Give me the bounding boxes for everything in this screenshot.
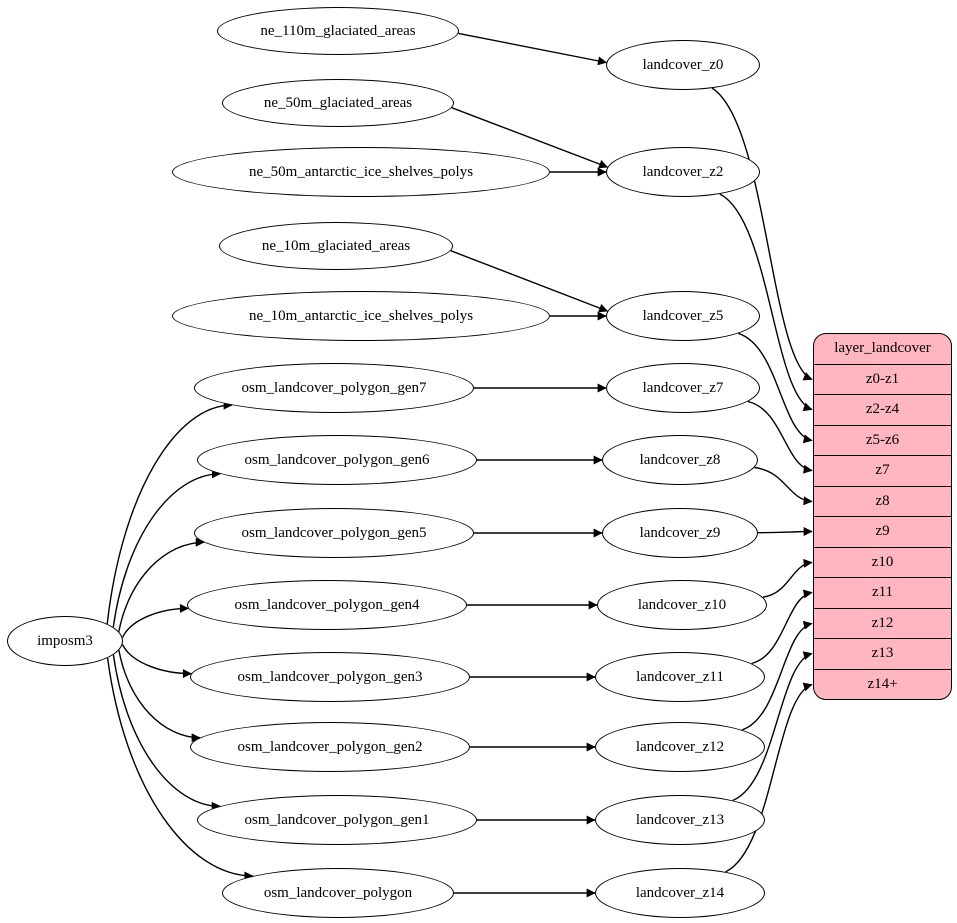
node-landcover-z5-label: landcover_z5	[642, 307, 724, 324]
node-osm-landcover-polygon-gen4: osm_landcover_polygon_gen4	[187, 580, 467, 630]
node-ne-110m-glaciated-areas-label: ne_110m_glaciated_areas	[260, 22, 416, 39]
node-osm-landcover-polygon-gen1: osm_landcover_polygon_gen1	[197, 795, 477, 845]
node-layer-landcover: layer_landcover z0-z1 z2-z4 z5-z6 z7 z8 …	[813, 333, 952, 700]
edge-imposm3-to-osm_landcover_polygon_gen4	[121, 603, 189, 638]
node-landcover-z13: landcover_z13	[595, 795, 765, 845]
node-ne-110m-glaciated-areas: ne_110m_glaciated_areas	[217, 7, 459, 55]
node-landcover-z7-label: landcover_z7	[642, 379, 724, 396]
node-landcover-z14: landcover_z14	[595, 868, 765, 918]
node-landcover-z0-label: landcover_z0	[642, 56, 724, 73]
node-landcover-z9-label: landcover_z9	[639, 524, 721, 541]
node-landcover-z13-label: landcover_z13	[635, 811, 725, 828]
node-ne-10m-glaciated-areas-label: ne_10m_glaciated_areas	[261, 237, 411, 254]
node-landcover-z11: landcover_z11	[595, 652, 765, 702]
node-landcover-z8: landcover_z8	[602, 435, 758, 485]
layer-landcover-row-z11: z11	[814, 577, 951, 608]
node-ne-50m-antarctic-ice-shelves-polys-label: ne_50m_antarctic_ice_shelves_polys	[248, 163, 474, 180]
layer-landcover-header: layer_landcover	[834, 340, 931, 357]
node-landcover-z0: landcover_z0	[606, 40, 760, 90]
node-osm-landcover-polygon-gen3: osm_landcover_polygon_gen3	[190, 652, 470, 702]
node-osm-landcover-polygon-gen2: osm_landcover_polygon_gen2	[190, 722, 470, 772]
node-landcover-z10-label: landcover_z10	[637, 596, 727, 613]
node-osm-landcover-polygon: osm_landcover_polygon	[222, 868, 454, 918]
node-osm-landcover-polygon-gen7: osm_landcover_polygon_gen7	[194, 363, 474, 413]
node-imposm3: imposm3	[7, 616, 123, 666]
node-osm-landcover-polygon-gen5-label: osm_landcover_polygon_gen5	[241, 524, 427, 541]
edge-ne_110m_glaciated_areas-to-landcover_z0	[458, 32, 608, 66]
node-landcover-z2-label: landcover_z2	[642, 163, 724, 180]
edge-imposm3-to-osm_landcover_polygon_gen3	[121, 644, 192, 679]
node-ne-10m-antarctic-ice-shelves-polys: ne_10m_antarctic_ice_shelves_polys	[172, 291, 550, 341]
edge-landcover_z9-to-layer_landcover-z9	[757, 527, 813, 537]
layer-landcover-row-z13: z13	[814, 638, 951, 669]
node-landcover-z14-label: landcover_z14	[635, 884, 725, 901]
node-landcover-z12: landcover_z12	[595, 722, 765, 772]
layer-landcover-row-z8: z8	[814, 485, 951, 517]
layer-landcover-row-z7: z7	[814, 455, 951, 486]
node-osm-landcover-polygon-label: osm_landcover_polygon	[263, 884, 413, 901]
node-osm-landcover-polygon-gen5: osm_landcover_polygon_gen5	[194, 508, 474, 558]
layer-landcover-row-z12: z12	[814, 607, 951, 639]
node-osm-landcover-polygon-gen6-label: osm_landcover_polygon_gen6	[244, 451, 430, 468]
layer-landcover-row-z5-z6: z5-z6	[814, 424, 951, 456]
node-osm-landcover-polygon-gen1-label: osm_landcover_polygon_gen1	[244, 811, 430, 828]
node-ne-50m-glaciated-areas: ne_50m_glaciated_areas	[222, 79, 454, 127]
node-landcover-z8-label: landcover_z8	[639, 451, 721, 468]
edge-imposm3-to-osm_landcover_polygon_gen2	[118, 650, 201, 743]
node-landcover-z10: landcover_z10	[597, 580, 767, 630]
node-osm-landcover-polygon-gen4-label: osm_landcover_polygon_gen4	[234, 596, 420, 613]
node-osm-landcover-polygon-gen7-label: osm_landcover_polygon_gen7	[241, 379, 427, 396]
edge-landcover_z8-to-layer_landcover-z8	[754, 466, 813, 506]
node-osm-landcover-polygon-gen3-label: osm_landcover_polygon_gen3	[237, 668, 423, 685]
node-landcover-z11-label: landcover_z11	[636, 668, 724, 685]
layer-landcover-row-z10: z10	[814, 546, 951, 578]
layer-landcover-row-z14plus: z14+	[814, 668, 951, 700]
edge-landcover_z14-to-layer_landcover-z14+	[725, 682, 813, 873]
layer-landcover-row-z9: z9	[814, 516, 951, 547]
node-imposm3-label: imposm3	[37, 632, 93, 649]
edge-landcover_z10-to-layer_landcover-z10	[762, 558, 813, 598]
node-landcover-z2: landcover_z2	[606, 147, 760, 197]
node-landcover-z5: landcover_z5	[606, 291, 760, 341]
layer-landcover-row-z2-z4: z2-z4	[814, 394, 951, 425]
node-osm-landcover-polygon-gen2-label: osm_landcover_polygon_gen2	[237, 738, 423, 755]
layer-landcover-row-z0-z1: z0-z1	[814, 363, 951, 395]
node-ne-10m-glaciated-areas: ne_10m_glaciated_areas	[219, 222, 453, 270]
node-osm-landcover-polygon-gen6: osm_landcover_polygon_gen6	[197, 435, 477, 485]
node-landcover-z7: landcover_z7	[606, 363, 760, 413]
node-ne-10m-antarctic-ice-shelves-polys-label: ne_10m_antarctic_ice_shelves_polys	[248, 307, 474, 324]
node-landcover-z9: landcover_z9	[602, 508, 758, 558]
edge-imposm3-to-osm_landcover_polygon_gen5	[118, 537, 205, 632]
node-ne-50m-antarctic-ice-shelves-polys: ne_50m_antarctic_ice_shelves_polys	[172, 147, 550, 197]
node-landcover-z12-label: landcover_z12	[635, 738, 725, 755]
node-ne-50m-glaciated-areas-label: ne_50m_glaciated_areas	[263, 94, 413, 111]
